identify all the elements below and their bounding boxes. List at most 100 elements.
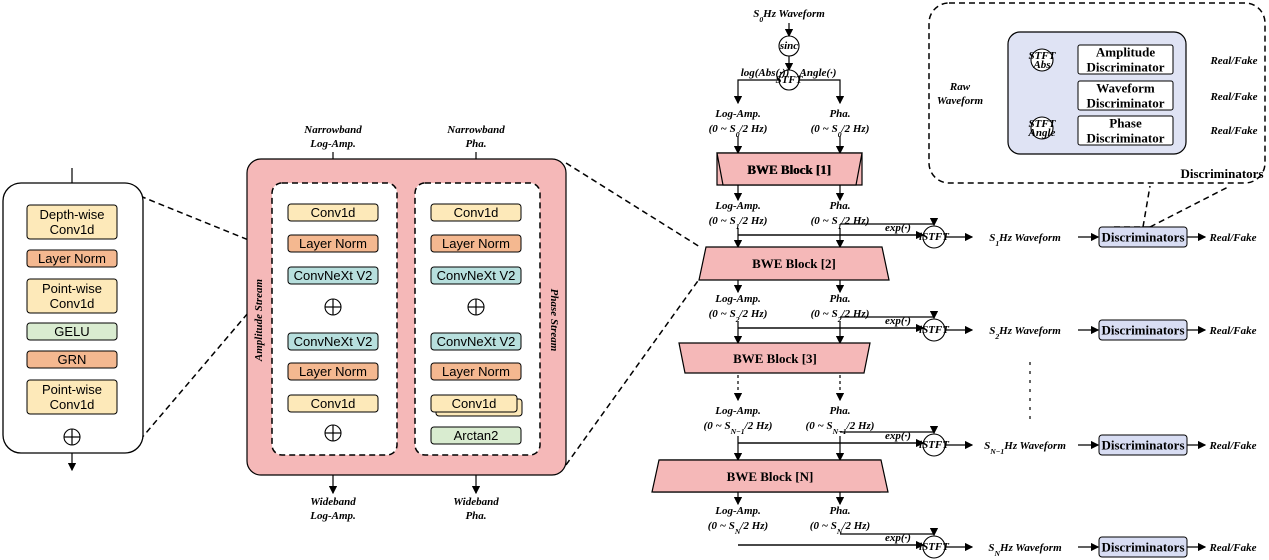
real-fake-label-3: Real/Fake	[1208, 440, 1256, 452]
amplitude-stream-panel	[271, 182, 398, 456]
pha-layer-norm-1-box	[430, 234, 522, 253]
pointwise-conv1d-1-box	[26, 278, 118, 314]
real-fake-label-2: Real/Fake	[1208, 325, 1256, 337]
depthwise-conv1d-box	[26, 204, 118, 240]
exp-label-3: exp(·)	[885, 430, 911, 442]
range-0-pha-label: Pha.	[829, 108, 850, 120]
waveform-label-1: S1Hz Waveform	[989, 232, 1061, 248]
depthwise-conv1d-box-label: Depth-wise	[39, 207, 104, 222]
waveform-discriminator-box-label: Waveform	[1096, 81, 1155, 96]
range-3-pha-range: (0 ~ SN−1/2 Hz)	[806, 420, 875, 436]
discriminators-box-1-label: Discriminators	[1101, 230, 1184, 245]
amp-convnext-2-box	[287, 332, 379, 351]
pha-conv1d-1-box-label: Conv1d	[454, 205, 499, 220]
range-3-log-amp-label: Log-Amp.	[714, 405, 761, 417]
grn-box-label: GRN	[58, 352, 87, 367]
discriminators-box-3	[1098, 434, 1188, 456]
waveform-label-3: SN−1Hz Waveform	[984, 440, 1066, 456]
bwe-block-3-label: BWE Block [3]	[733, 351, 817, 366]
range-0-pha-range: (0 ~ S0/2 Hz)	[811, 123, 870, 139]
stft-angle-node	[1030, 116, 1054, 140]
amp-conv1d-1-box-label: Conv1d	[311, 205, 356, 220]
range-2-amp-range: (0 ~ S2/2 Hz)	[709, 308, 768, 324]
amp-conv1d-2-box	[287, 394, 379, 413]
gelu-box	[26, 322, 118, 341]
istft-node-3-label: iSTFT	[919, 439, 950, 451]
istft-node-2	[922, 318, 946, 342]
amplitude-discriminator-box-label: Discriminator	[1087, 60, 1165, 75]
stft-abs-node-label-top: STFT	[1029, 50, 1057, 62]
bwe-block-2-label: BWE Block [2]	[752, 256, 836, 271]
istft-node-2-label: iSTFT	[919, 324, 950, 336]
bwe-block-n-label: BWE Block [N]	[727, 469, 814, 484]
range-4-pha-range: (0 ~ SN/2 Hz)	[810, 520, 870, 536]
pha-convnext-1-box-label: ConvNeXt V2	[437, 268, 516, 283]
bwe-block-1-label: BWE Block [1]	[747, 162, 831, 177]
range-2-pha-range: (0 ~ S2/2 Hz)	[811, 308, 870, 324]
amp-layer-norm-2-box-label: Layer Norm	[299, 364, 367, 379]
amp-convnext-2-box-label: ConvNeXt V2	[294, 334, 373, 349]
pointwise-conv1d-1-box-label: Point-wise	[42, 281, 102, 296]
real-fake-label-1: Real/Fake	[1208, 232, 1256, 244]
grn-box	[26, 350, 118, 369]
real-fake-label-4: Real/Fake	[1208, 542, 1256, 554]
bwe-block-1-label: BWE Block [1]	[748, 162, 832, 177]
raw-waveform-label-1: Raw	[949, 81, 971, 93]
source-waveform-label: S0Hz Waveform	[753, 8, 825, 24]
phase-discriminator-box	[1077, 115, 1174, 146]
wideband-amp-label-1: Wideband	[310, 496, 356, 508]
discriminators-box-3-label: Discriminators	[1101, 438, 1184, 453]
pha-layer-norm-2-box	[430, 362, 522, 381]
range-1-amp-range: (0 ~ S1/2 Hz)	[709, 215, 768, 231]
pha-convnext-2-box-label: ConvNeXt V2	[437, 334, 516, 349]
pointwise-conv1d-2-box-label: Point-wise	[42, 382, 102, 397]
exp-label-2: exp(·)	[885, 315, 911, 327]
stft-angle-node-label-bottom: Angle	[1028, 127, 1056, 139]
range-3-pha-label: Pha.	[829, 405, 850, 417]
pointwise-conv1d-1-box-label: Conv1d	[50, 296, 95, 311]
range-2-pha-label: Pha.	[829, 293, 850, 305]
istft-node-4	[922, 535, 946, 559]
stft-node	[778, 69, 800, 91]
arctan2-box-label: Arctan2	[454, 428, 499, 443]
bwe-block-3-shape	[678, 342, 871, 374]
panel-real-fake-label-3: Real/Fake	[1209, 125, 1257, 137]
istft-node-3	[922, 433, 946, 457]
range-3-amp-range: (0 ~ SN−1/2 Hz)	[704, 420, 773, 436]
sinc-node-label: sinc	[779, 40, 798, 52]
bwe-block-2-shape	[698, 246, 890, 281]
exp-label-4: exp(·)	[885, 532, 911, 544]
phase-stream-label: Phase Stream	[548, 289, 560, 352]
range-1-pha-label: Pha.	[829, 200, 850, 212]
pha-conv1d-2-box-label: Conv1d	[452, 396, 497, 411]
amplitude-discriminator-box	[1077, 44, 1174, 75]
discriminators-box-4	[1098, 536, 1188, 558]
istft-node-4-label: iSTFT	[919, 541, 950, 553]
range-2-log-amp-label: Log-Amp.	[714, 293, 761, 305]
waveform-label-2: S2Hz Waveform	[989, 325, 1061, 341]
pha-layer-norm-2-box-label: Layer Norm	[442, 364, 510, 379]
amp-layer-norm-1-box	[287, 234, 379, 253]
panel-real-fake-label-1: Real/Fake	[1209, 55, 1257, 67]
pha-layer-norm-1-box-label: Layer Norm	[442, 236, 510, 251]
narrowband-pha-label-2: Pha.	[465, 138, 486, 150]
pointwise-conv1d-2-box-label: Conv1d	[50, 397, 95, 412]
wideband-pha-label-1: Wideband	[453, 496, 499, 508]
pointwise-conv1d-2-box	[26, 379, 118, 415]
amplitude-stream-label: Amplitude Stream	[253, 278, 265, 362]
waveform-discriminator-box-label: Discriminator	[1087, 96, 1165, 111]
pha-conv1d-1-box	[430, 203, 522, 222]
waveform-discriminator-box	[1077, 80, 1174, 111]
istft-node-1	[922, 225, 946, 249]
stft-angle-node-label-top: STFT	[1029, 118, 1057, 130]
amp-conv1d-1-box	[287, 203, 379, 222]
narrowband-pha-label-1: Narrowband	[446, 124, 505, 136]
sinc-node	[778, 35, 800, 57]
amp-convnext-1-box	[287, 266, 379, 285]
discriminator-panel-title: Discriminators	[1180, 166, 1263, 181]
narrowband-amp-label-2: Log-Amp.	[309, 138, 356, 150]
discriminators-box-4-label: Discriminators	[1101, 540, 1184, 555]
waveform-label-4: SNHz Waveform	[988, 542, 1062, 558]
bwe-block-1-shape	[716, 152, 863, 186]
depthwise-conv1d-box-label: Conv1d	[50, 222, 95, 237]
